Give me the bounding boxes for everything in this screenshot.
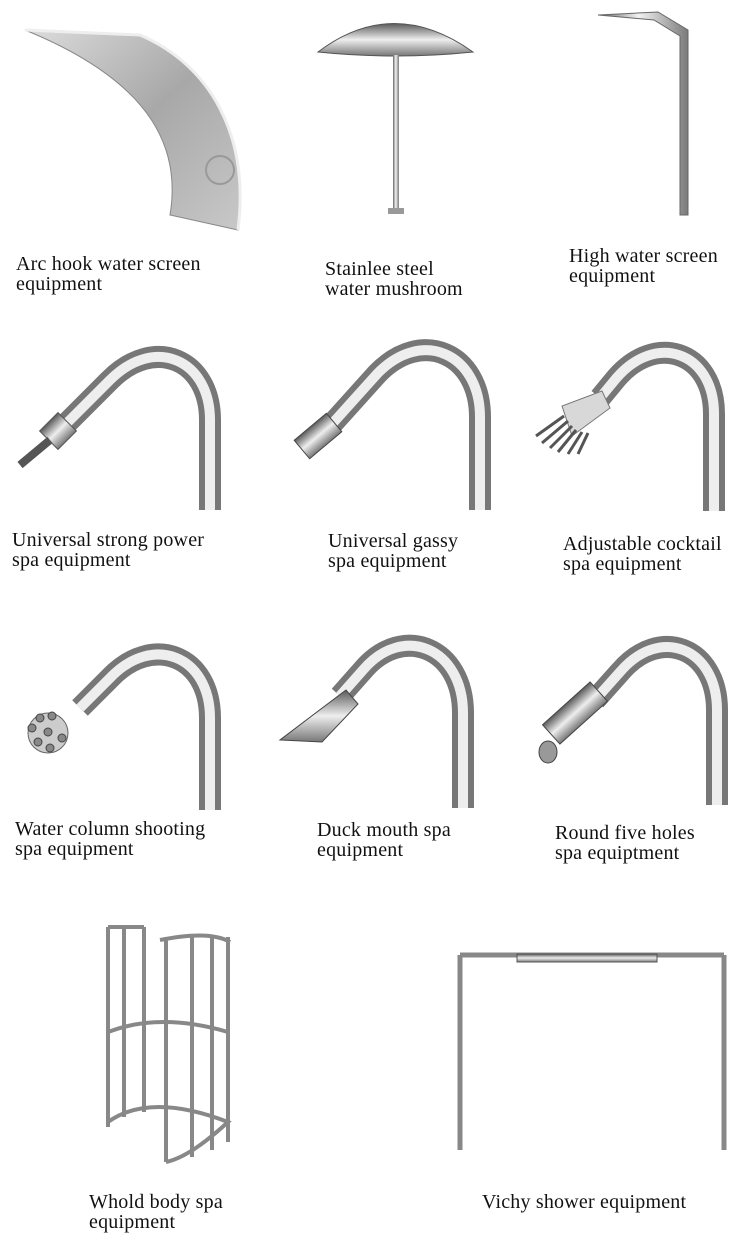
caption-line: Universal gassy — [328, 530, 459, 552]
gassy-spa-image — [293, 339, 491, 510]
caption-line: Vichy shower equipment — [482, 1191, 687, 1213]
caption-line: spa equipment — [328, 550, 447, 572]
caption-line: Stainlee steel — [325, 258, 434, 280]
water-mushroom-image — [316, 23, 475, 214]
caption-line: Duck mouth spa — [317, 819, 451, 841]
vichy-shower-image — [457, 952, 727, 1150]
five-holes-spa-image — [538, 636, 728, 805]
caption-strong-power: Universal strong power spa equipment — [12, 530, 204, 570]
caption-line: Water column shooting — [15, 818, 206, 840]
caption-line: spa equipment — [563, 553, 682, 575]
strong-power-spa-image — [17, 346, 221, 510]
caption-line: spa equipment — [15, 838, 134, 860]
duck-mouth-spa-image — [278, 634, 474, 808]
caption-mushroom: Stainlee steel water mushroom — [325, 259, 463, 299]
caption-line: equipment — [317, 839, 404, 861]
caption-line: Universal strong power — [12, 529, 205, 551]
caption-whole-body: Whold body spa equipment — [89, 1192, 223, 1232]
caption-line: equipment — [89, 1211, 176, 1233]
caption-line: High water screen — [569, 245, 718, 267]
cocktail-spa-image — [535, 341, 725, 511]
caption-line: Arc hook water screen — [16, 253, 201, 275]
caption-cocktail: Adjustable cocktail spa equipment — [563, 534, 722, 574]
caption-line: spa equipment — [12, 549, 131, 571]
caption-column-shooting: Water column shooting spa equipment — [15, 819, 205, 859]
caption-arc-hook: Arc hook water screen equipment — [16, 254, 201, 294]
caption-line: Whold body spa — [89, 1191, 223, 1213]
caption-gassy: Universal gassy spa equipment — [328, 531, 458, 571]
caption-line: Adjustable cocktail — [563, 533, 722, 555]
caption-line: water mushroom — [325, 278, 463, 300]
caption-duck-mouth: Duck mouth spa equipment — [317, 820, 451, 860]
high-water-screen-image — [597, 11, 689, 216]
caption-line: equipment — [569, 265, 656, 287]
column-shooting-spa-image — [27, 643, 221, 810]
caption-high-screen: High water screen equipment — [569, 246, 718, 286]
arc-hook-water-screen-image — [24, 28, 242, 231]
caption-vichy: Vichy shower equipment — [482, 1192, 686, 1212]
caption-line: equipment — [16, 273, 103, 295]
caption-line: Round five holes — [555, 822, 695, 844]
caption-line: spa equiptment — [555, 842, 680, 864]
caption-five-holes: Round five holes spa equiptment — [555, 823, 695, 863]
whole-body-spa-image — [106, 925, 232, 1164]
